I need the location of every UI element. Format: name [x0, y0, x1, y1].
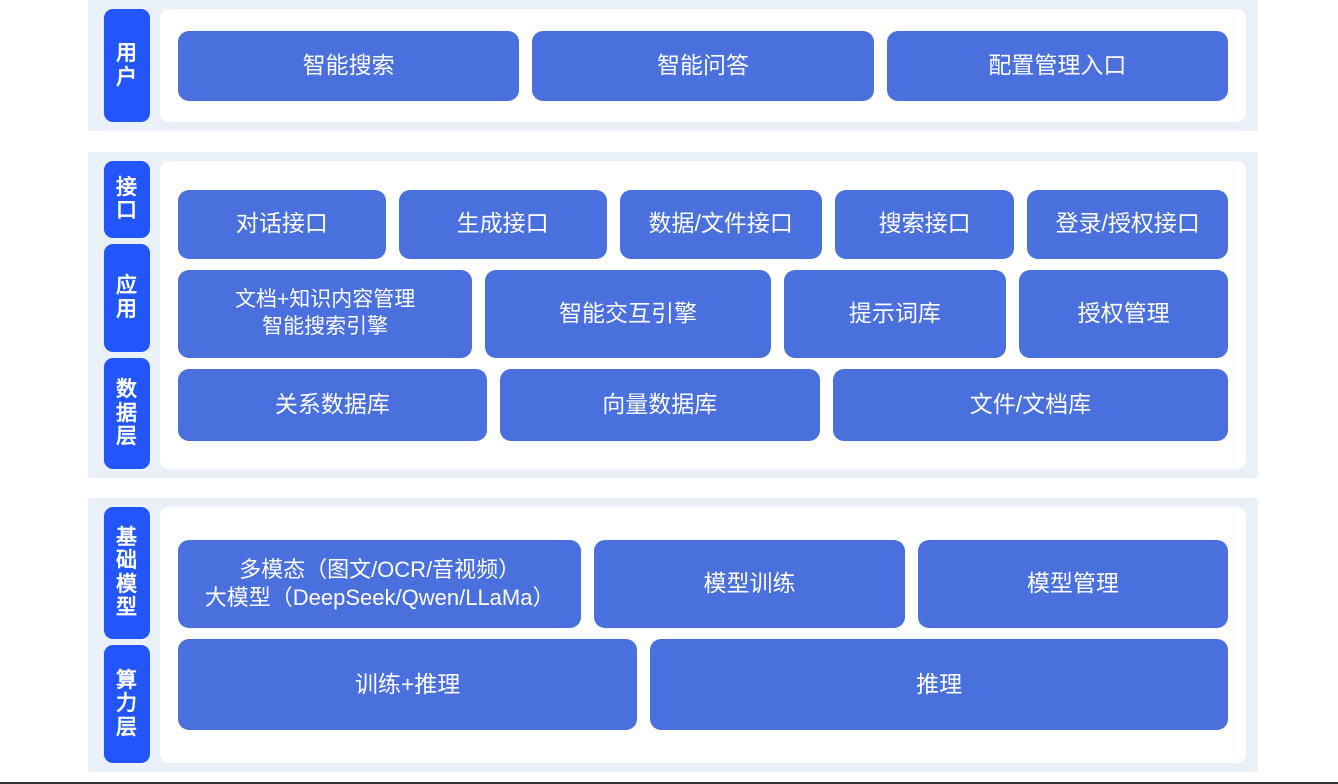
box-multimodal-large-model[interactable]: 多模态（图文/OCR/音视频） 大模型（DeepSeek/Qwen/LLaMa）	[178, 540, 582, 628]
layer-label-user-text: 用户	[116, 41, 138, 89]
chip-rail-user: 用户	[88, 0, 150, 131]
layer-label-foundation-model-text: 基础模型	[116, 525, 138, 620]
panel-platform: 对话接口 生成接口 数据/文件接口 搜索接口 登录/授权接口 文档+知识内容管理…	[160, 161, 1246, 469]
layer-label-foundation-model: 基础模型	[104, 507, 150, 639]
row-user-entries: 智能搜索 智能问答 配置管理入口	[178, 30, 1228, 101]
box-training-plus-inference[interactable]: 训练+推理	[178, 639, 638, 730]
layer-label-interface: 接口	[104, 161, 150, 238]
layer-label-interface-text: 接口	[116, 175, 138, 223]
box-file-document-store[interactable]: 文件/文档库	[832, 368, 1228, 441]
box-doc-knowledge-content-management[interactable]: 文档+知识内容管理 智能搜索引擎	[178, 269, 473, 358]
box-search-api[interactable]: 搜索接口	[834, 189, 1015, 259]
panel-infrastructure: 多模态（图文/OCR/音视频） 大模型（DeepSeek/Qwen/LLaMa）…	[160, 507, 1246, 763]
layer-label-application-text: 应用	[116, 274, 138, 321]
box-authorization-management[interactable]: 授权管理	[1019, 269, 1229, 358]
panel-user: 智能搜索 智能问答 配置管理入口	[160, 9, 1246, 122]
row-foundation-model: 多模态（图文/OCR/音视频） 大模型（DeepSeek/Qwen/LLaMa）…	[178, 540, 1228, 628]
box-vector-database[interactable]: 向量数据库	[499, 368, 820, 441]
box-model-management[interactable]: 模型管理	[917, 540, 1228, 628]
layer-label-user: 用户	[104, 9, 150, 122]
layer-label-compute: 算力层	[104, 644, 150, 763]
box-relational-database[interactable]: 关系数据库	[178, 368, 487, 441]
box-inference[interactable]: 推理	[650, 639, 1228, 730]
row-application: 文档+知识内容管理 智能搜索引擎 智能交互引擎 提示词库 授权管理	[178, 269, 1229, 358]
layer-label-compute-text: 算力层	[116, 668, 138, 739]
chip-rail-infrastructure: 基础模型 算力层	[88, 498, 150, 772]
box-generation-api[interactable]: 生成接口	[398, 189, 607, 259]
layer-label-data-text: 数据层	[116, 378, 138, 449]
box-intelligent-interaction-engine[interactable]: 智能交互引擎	[485, 269, 771, 358]
box-intelligent-search[interactable]: 智能搜索	[178, 30, 520, 101]
box-model-training[interactable]: 模型训练	[594, 540, 905, 628]
section-platform: 接口 应用 数据层 对话接口 生成接口 数据/文件接口 搜索接口 登录/授权接口…	[88, 152, 1258, 478]
box-data-file-api[interactable]: 数据/文件接口	[619, 189, 822, 259]
layer-label-application: 应用	[104, 243, 150, 352]
section-user: 用户 智能搜索 智能问答 配置管理入口	[88, 0, 1258, 131]
box-intelligent-qa[interactable]: 智能问答	[532, 30, 874, 101]
row-data-layer: 关系数据库 向量数据库 文件/文档库	[178, 368, 1228, 441]
row-interface: 对话接口 生成接口 数据/文件接口 搜索接口 登录/授权接口	[178, 189, 1228, 259]
chip-rail-platform: 接口 应用 数据层	[88, 152, 150, 478]
box-config-management-entry[interactable]: 配置管理入口	[886, 30, 1228, 101]
box-prompt-library[interactable]: 提示词库	[783, 269, 1007, 358]
box-login-auth-api[interactable]: 登录/授权接口	[1027, 189, 1228, 259]
row-compute-layer: 训练+推理 推理	[178, 639, 1228, 730]
box-dialog-api[interactable]: 对话接口	[178, 189, 386, 259]
footer-divider	[0, 782, 1338, 784]
section-infrastructure: 基础模型 算力层 多模态（图文/OCR/音视频） 大模型（DeepSeek/Qw…	[88, 498, 1258, 772]
layer-label-data: 数据层	[104, 357, 150, 469]
